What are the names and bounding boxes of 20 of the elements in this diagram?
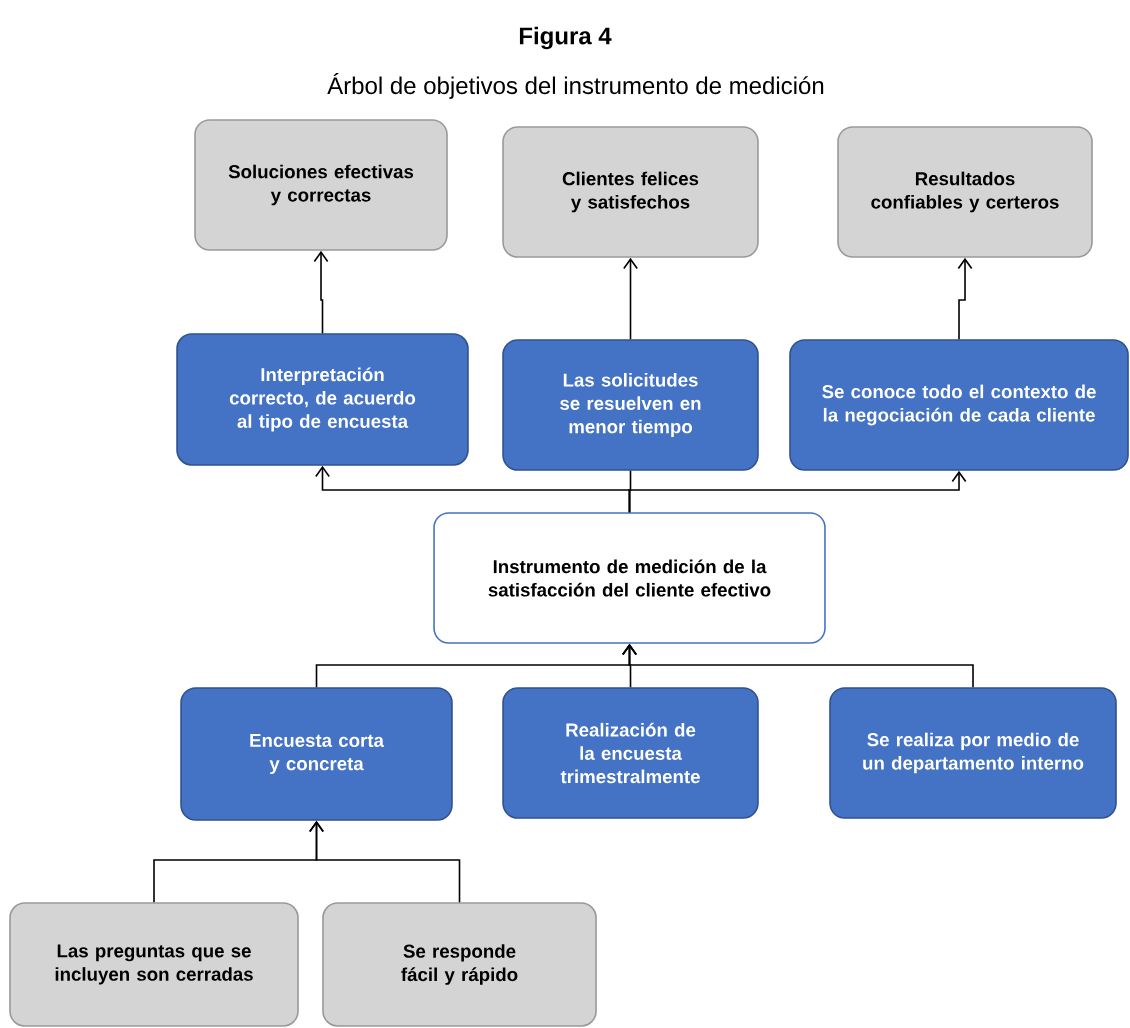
goal-box: Instrumento de medición de la satisfacción del cliente efectivo	[433, 512, 826, 644]
outcome-box: Soluciones efectivas y correctas	[194, 119, 448, 251]
connector-arrow	[957, 257, 973, 340]
figure-title: Figura 4	[519, 26, 612, 50]
objective-box: Se realiza por medio de un departamento interno	[829, 687, 1117, 819]
connector-arrow	[309, 820, 461, 904]
outcome-box: Clientes felices y satisfechos	[502, 126, 759, 258]
objective-box: Se conoce todo el contexto de la negociación de cada cliente	[789, 339, 1129, 471]
objective-box: Realización de la encuesta trimestralmente	[502, 687, 759, 819]
connector-arrow	[313, 250, 329, 335]
outcome-box: Las preguntas que se incluyen son cerradas	[9, 902, 299, 1027]
objective-box: Interpretación correcto, de acuerdo al tipo de encuesta	[176, 333, 469, 466]
figure-caption: Árbol de objetivos del instrumento de medición	[327, 73, 824, 99]
connector-arrow	[623, 257, 638, 340]
outcome-box: Resultados confiables y certeros	[837, 126, 1093, 258]
outcome-box: Se responde fácil y rápido	[322, 902, 597, 1027]
connector-arrow	[622, 643, 974, 688]
objective-box: Encuesta corta y concreta	[180, 687, 453, 821]
objective-box: Las solicitudes se resuelven en menor tiempo	[502, 339, 759, 471]
connector-arrow	[628, 470, 967, 513]
